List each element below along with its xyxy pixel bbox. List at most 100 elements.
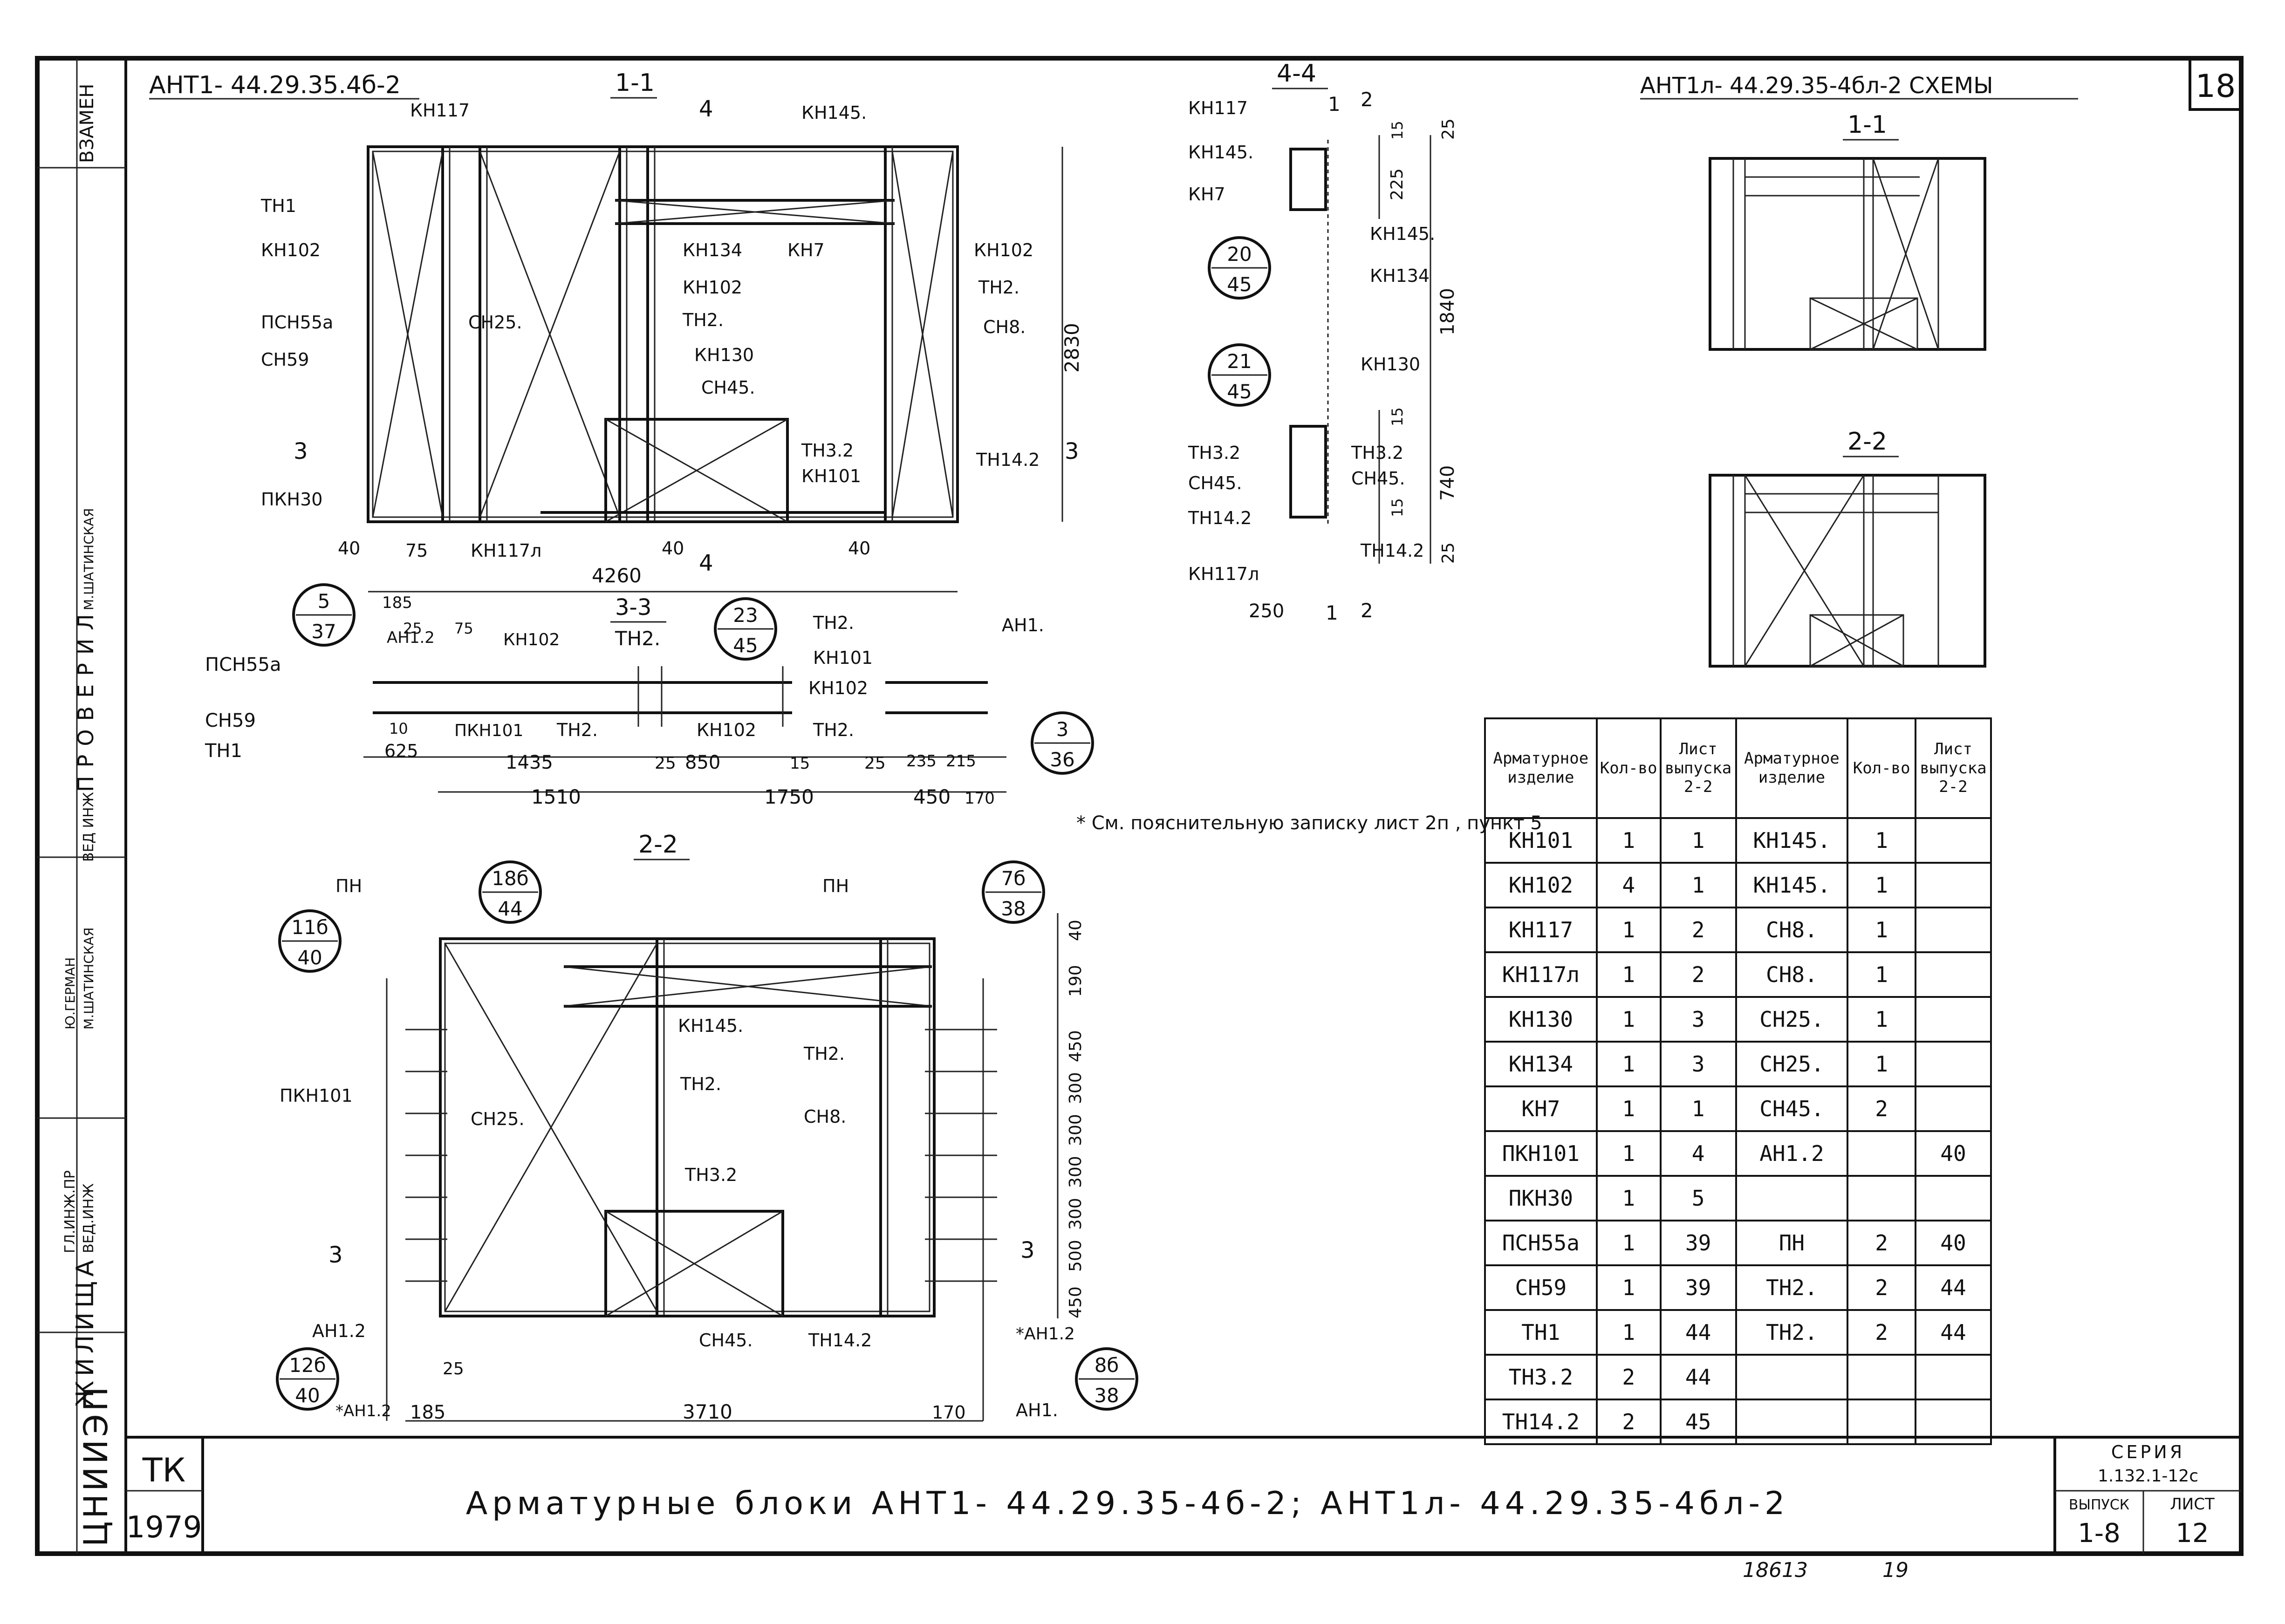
table-cell: 5 xyxy=(1659,1175,1737,1221)
svg-text:38: 38 xyxy=(1001,897,1026,920)
s33-dim: 25 xyxy=(403,620,422,637)
s11-label: КН101 xyxy=(801,466,861,486)
table-cell: КН117 xyxy=(1484,907,1598,953)
s33-callout: 5 37 xyxy=(292,583,356,647)
stamp-label-replace: ВЗАМЕН xyxy=(76,84,98,163)
s22-dim: 500 xyxy=(1066,1240,1085,1272)
s44-label: СН45. xyxy=(1351,468,1405,489)
table-cell: 3 xyxy=(1659,1041,1737,1087)
table-cell: 1 xyxy=(1595,1264,1662,1311)
table-cell xyxy=(1735,1175,1849,1221)
s33-label: КН102 xyxy=(808,678,868,698)
sheet-number: 18 xyxy=(2196,68,2236,105)
s11-cut: 3 xyxy=(1065,438,1079,464)
s11-label: КН117 xyxy=(410,100,470,121)
s33-dim: 850 xyxy=(685,752,720,773)
table-cell xyxy=(1914,907,1992,953)
s11-label: КН117л xyxy=(471,540,541,561)
s44-label: КН134 xyxy=(1370,266,1430,286)
s11-label: СН59 xyxy=(261,349,309,370)
s11-label: ТН1 xyxy=(260,196,296,216)
table-cell xyxy=(1735,1354,1849,1400)
s22-callout: 11б 40 xyxy=(278,909,342,973)
svg-text:11б: 11б xyxy=(291,916,328,939)
svg-text:45: 45 xyxy=(1227,273,1252,296)
table-cell: СН59 xyxy=(1484,1264,1598,1311)
spec-header: Лист выпуска 2-2 xyxy=(1659,717,1737,819)
table-cell: 40 xyxy=(1914,1130,1992,1177)
s22-dim: 450 xyxy=(1066,1286,1085,1318)
section-3-3: 3-3 ТН2. АН1.2 КН102 ПСН55а СН59 ТН1 ПКН… xyxy=(205,583,1094,808)
s22-label: КН145. xyxy=(678,1016,743,1036)
s44-label: ТН3.2 xyxy=(1188,443,1240,463)
scheme-1-1-title: 1-1 xyxy=(1847,111,1887,139)
s44-mark: 1 xyxy=(1326,601,1338,624)
spec-table: Арматурное изделие Кол-во Лист выпуска 2… xyxy=(1484,717,1992,1445)
svg-text:3: 3 xyxy=(1056,718,1069,741)
table-cell xyxy=(1914,1175,1992,1221)
table-cell: СН8. xyxy=(1735,951,1849,998)
s44-dim: 250 xyxy=(1249,600,1284,622)
stamp-name-1: Ю.ГЕРМАН xyxy=(62,957,78,1030)
sheet-label: ЛИСТ xyxy=(2170,1495,2215,1514)
s33-dim: 25 xyxy=(655,754,676,773)
s44-label: СН45. xyxy=(1188,473,1242,493)
table-cell: 1 xyxy=(1595,1220,1662,1266)
spec-header: Кол-во xyxy=(1847,717,1916,819)
s11-label: КН7 xyxy=(787,240,825,260)
table-cell: 2 xyxy=(1595,1354,1662,1400)
s44-callout: 20 45 xyxy=(1208,236,1271,300)
scheme-2-2-title: 2-2 xyxy=(1847,428,1887,456)
stamp-label-checked: ПРОВЕРИЛ xyxy=(73,606,98,792)
section-4-4-title: 4-4 xyxy=(1277,60,1316,88)
s44-dim: 225 xyxy=(1388,168,1407,200)
table-cell: ТН14.2 xyxy=(1484,1399,1598,1445)
table-cell: 2 xyxy=(1847,1309,1916,1356)
s22-label: ТН2. xyxy=(803,1044,845,1064)
table-cell xyxy=(1847,1399,1916,1445)
table-cell: ПСН55а xyxy=(1484,1220,1598,1266)
s11-dim: 75 xyxy=(405,540,428,561)
s33-label: АН1.2 xyxy=(387,628,435,647)
archive-number: 18613 xyxy=(1743,1558,1808,1582)
s11-label: КН130 xyxy=(694,345,754,365)
section-2-2: 2-2 ПН ПН КН145. ТН2. ПКН101 ТН2. СН xyxy=(276,831,1138,1423)
table-cell: 1 xyxy=(1595,817,1662,864)
table-cell xyxy=(1914,1354,1992,1400)
s33-label: ПСН55а xyxy=(205,654,281,676)
table-cell: 2 xyxy=(1847,1220,1916,1266)
s33-label: ТН2. xyxy=(556,720,598,740)
explanatory-note: * См. пояснительную записку лист 2п , пу… xyxy=(1076,812,1542,834)
table-cell: КН102 xyxy=(1484,862,1598,908)
table-cell xyxy=(1847,1354,1916,1400)
table-cell: 44 xyxy=(1914,1264,1992,1311)
sheet-value: 12 xyxy=(2176,1518,2209,1549)
s22-callout: 12б 40 xyxy=(276,1347,339,1411)
s33-callout: 3 36 xyxy=(1031,711,1094,775)
section-3-3-title: 3-3 xyxy=(615,594,651,621)
s33-label: ТН1 xyxy=(205,740,242,762)
section-2-2-title: 2-2 xyxy=(638,831,678,859)
table-cell: 45 xyxy=(1659,1399,1737,1445)
s11-dim: 4260 xyxy=(592,564,642,587)
series-box xyxy=(2053,1436,2243,1555)
svg-text:12б: 12б xyxy=(289,1354,326,1377)
table-cell: 1 xyxy=(1847,862,1916,908)
tk-box xyxy=(124,1436,204,1555)
table-cell: 44 xyxy=(1914,1309,1992,1356)
s11-label: КН134 xyxy=(683,240,742,260)
s33-dim: 15 xyxy=(790,754,810,773)
s33-dim: 235 xyxy=(906,752,937,771)
left-designation: АНТ1- 44.29.35.4б-2 xyxy=(149,71,401,99)
left-stamp: ВЗАМЕН ПРОВЕРИЛ ЖИЛИЩА ЦНИИЭП ГЛ.ИНЖ.ПР … xyxy=(37,84,126,1547)
s33-callout: 23 45 xyxy=(714,597,777,661)
s33-dim: 450 xyxy=(913,785,951,808)
s11-label: КН145. xyxy=(801,102,867,123)
svg-text:40: 40 xyxy=(297,946,322,969)
svg-text:18б: 18б xyxy=(492,867,528,890)
table-cell: 1 xyxy=(1595,996,1662,1043)
table-cell: 1 xyxy=(1595,907,1662,953)
s22-callout: 18б 44 xyxy=(479,860,542,924)
